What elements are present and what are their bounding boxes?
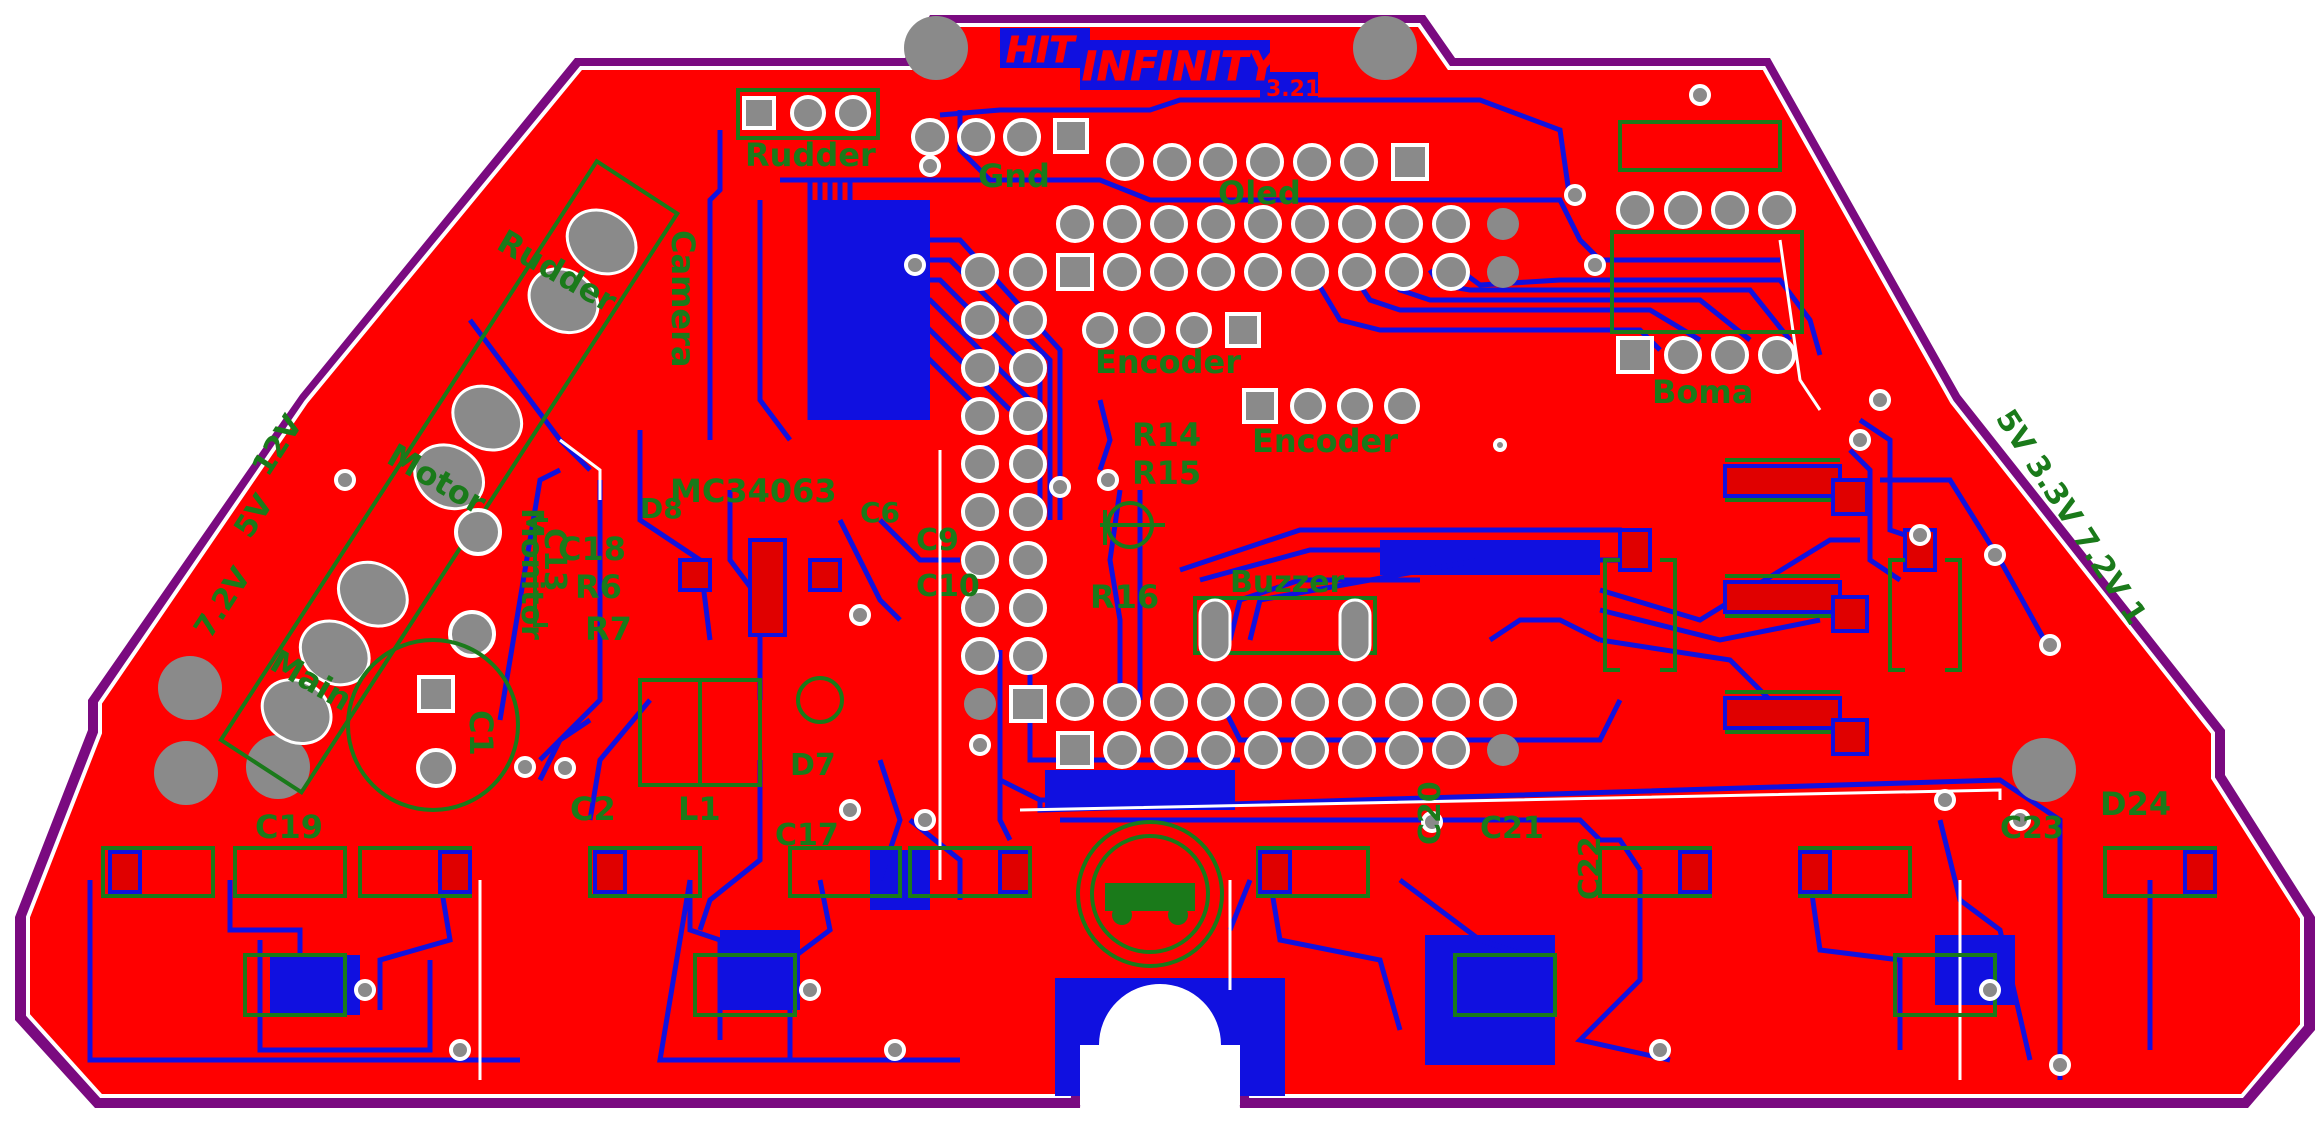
- mount-hole: [158, 656, 222, 720]
- header-pins: [346, 88, 1804, 812]
- label-c22: C22: [1573, 836, 1608, 900]
- label-r15: R15: [1132, 454, 1201, 492]
- label-monitor: Monitor: [514, 508, 549, 640]
- mount-hole: [1353, 16, 1417, 80]
- label-r14: R14: [1132, 416, 1201, 454]
- label-c13: C13: [537, 528, 572, 592]
- label-c21: C21: [1480, 811, 1544, 846]
- logo-version: 3.21: [1266, 77, 1320, 102]
- vias: [334, 84, 2071, 1076]
- mount-hole: [2012, 738, 2076, 802]
- label-c20: C20: [1413, 781, 1448, 845]
- mount-hole: [246, 735, 310, 799]
- logo: HIT INFINITY 3.21: [1000, 28, 1320, 102]
- mount-hole: [154, 741, 218, 805]
- logo-line1: HIT: [1006, 30, 1077, 71]
- label-l1: L1: [678, 790, 721, 828]
- mounting-holes: [154, 16, 2076, 805]
- label-r7: R7: [585, 610, 632, 648]
- regulator-blocks: [101, 846, 2217, 1017]
- label-buzzer: Buzzer: [1230, 565, 1344, 600]
- buzzer: [1193, 596, 1377, 662]
- label-rudder: Rudder: [745, 136, 876, 174]
- label-gnd: Gnd: [978, 157, 1050, 195]
- mount-hole: [904, 16, 968, 80]
- bottom-copper-zone: [720, 930, 800, 1010]
- logo-line2: INFINITY: [1082, 44, 1281, 90]
- label-d8: D8: [640, 492, 683, 525]
- label-d7: D7: [790, 748, 836, 783]
- label-c6: C6: [860, 496, 900, 529]
- label-encoder-2: Encoder: [1252, 422, 1398, 460]
- label-c1: C1: [462, 710, 500, 756]
- clearance-lines: [478, 239, 2002, 1080]
- label-mc34063: MC34063: [670, 472, 837, 510]
- label-c17: C17: [775, 818, 839, 853]
- label-d24: D24: [2100, 785, 2171, 823]
- label-c18: C18: [558, 530, 626, 568]
- label-c9: C9: [916, 523, 959, 558]
- label-boma: Boma: [1652, 373, 1753, 411]
- label-oled: Oled: [1218, 174, 1301, 212]
- label-r16: R16: [1090, 578, 1159, 616]
- smd-components: [533, 458, 1962, 787]
- label-encoder-1: Encoder: [1095, 343, 1241, 381]
- label-r6: R6: [575, 568, 622, 606]
- label-c2: C2: [570, 790, 616, 828]
- label-camera: Camera: [664, 230, 702, 368]
- motor-connector: [218, 158, 681, 796]
- hit-stamp: [1076, 820, 1224, 968]
- label-c23: C23: [2000, 811, 2064, 846]
- label-c19: C19: [255, 808, 323, 846]
- label-c10: C10: [916, 569, 980, 604]
